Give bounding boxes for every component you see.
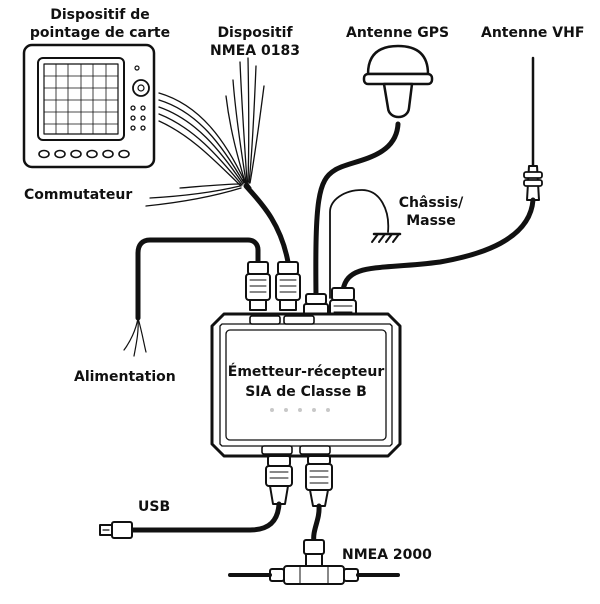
gps-cable	[313, 121, 401, 299]
label-gps-antenna: Antenne GPS	[346, 25, 450, 41]
nmea2000-drop-cable	[311, 503, 322, 545]
chartplotter-device	[22, 43, 156, 169]
nmea2000-connector	[305, 455, 333, 507]
usb-connector	[265, 455, 293, 505]
label-nmea0183: Dispositif NMEA 0183	[196, 24, 314, 60]
label-nmea2000: NMEA 2000	[342, 547, 432, 563]
device-title: Émetteur-récepteur SIA de Classe B	[226, 362, 386, 402]
status-leds	[270, 408, 330, 412]
label-ground: Châssis/ Masse	[388, 194, 474, 230]
label-power: Alimentation	[74, 369, 176, 385]
usb-cable	[127, 501, 282, 533]
label-ground-line2: Masse	[406, 213, 456, 229]
label-ground-line1: Châssis/	[398, 195, 464, 211]
gps-antenna	[362, 44, 434, 119]
nmea0183-connector	[275, 261, 301, 311]
ground-wire	[329, 189, 402, 299]
usb-plug	[99, 521, 133, 539]
label-switch: Commutateur	[24, 187, 133, 203]
label-usb: USB	[138, 499, 171, 515]
device-title-line1: Émetteur-récepteur	[227, 364, 385, 380]
label-nmea0183-line2: NMEA 0183	[210, 43, 300, 59]
label-vhf-antenna: Antenne VHF	[481, 25, 585, 41]
vhf-cable	[340, 197, 536, 293]
nmea0183-wire-bundle	[145, 57, 265, 207]
label-chartplotter-line1: Dispositif de	[50, 7, 150, 23]
device-title-line2: SIA de Classe B	[245, 384, 367, 400]
vhf-antenna	[523, 56, 543, 201]
nmea0183-cable	[243, 183, 291, 265]
label-chartplotter: Dispositif de pointage de carte	[2, 6, 198, 42]
label-chartplotter-line2: pointage de carte	[29, 25, 171, 41]
power-connector	[245, 261, 271, 311]
label-nmea0183-line1: Dispositif	[217, 25, 293, 41]
ais-transceiver	[210, 312, 402, 458]
power-cable	[123, 237, 261, 357]
